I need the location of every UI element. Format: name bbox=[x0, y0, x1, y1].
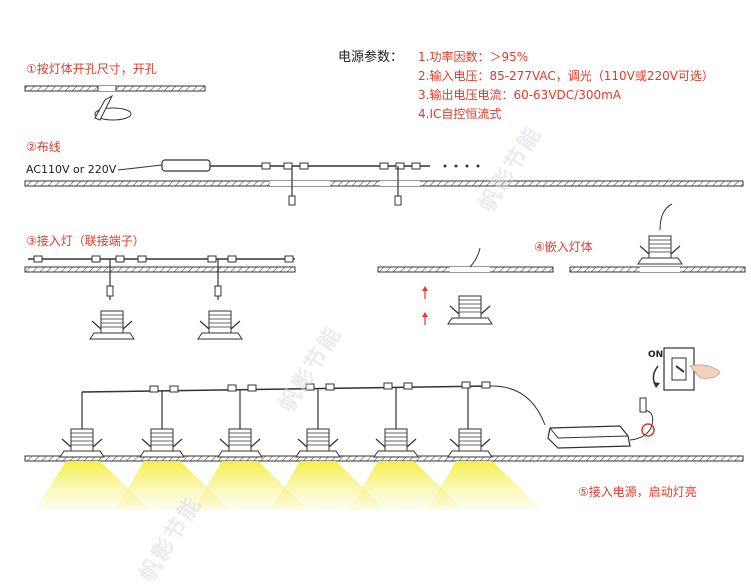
step1-ceiling bbox=[24, 85, 206, 92]
step3-ceiling bbox=[24, 255, 296, 300]
hand-icon bbox=[689, 364, 721, 379]
lamp-step5-5 bbox=[373, 428, 419, 458]
step2-ceiling bbox=[24, 180, 744, 187]
power-params-title: 电源参数： bbox=[338, 50, 404, 65]
lamp-step5-4 bbox=[295, 428, 341, 458]
driver-box bbox=[161, 159, 211, 172]
step1-label: ①按灯体开孔尺寸，开孔 bbox=[26, 62, 157, 76]
step5-label: ⑤接入电源，启动灯亮 bbox=[578, 485, 697, 499]
step4-ceiling-left bbox=[377, 247, 554, 325]
step2-label: ②布线 bbox=[26, 140, 61, 154]
step4-ceiling-right bbox=[569, 203, 746, 273]
power-driver-icon bbox=[547, 397, 655, 449]
wall-switch-icon bbox=[652, 347, 721, 391]
lamp-step5-1 bbox=[59, 428, 105, 458]
lamp-step5-3 bbox=[217, 428, 263, 458]
hole-saw-icon bbox=[94, 94, 132, 121]
switch-on-label: ON bbox=[648, 350, 664, 360]
step3-label: ③接入灯（联接端子） bbox=[26, 234, 145, 248]
step4-label: ④嵌入灯体 bbox=[534, 240, 593, 254]
lamp-step3-a bbox=[89, 310, 135, 340]
power-param-1: 1.功率因数：＞95% bbox=[418, 50, 529, 64]
power-param-4: 4.IC自控恒流式 bbox=[418, 107, 502, 121]
ac-voltage-label: AC110V or 220V bbox=[26, 163, 117, 176]
power-param-2: 2.输入电压：85-277VAC，调光（110V或220V可选） bbox=[418, 69, 714, 83]
step2-wiring bbox=[117, 159, 480, 206]
lamp-step5-2 bbox=[139, 428, 185, 458]
light-beams bbox=[35, 461, 542, 510]
power-param-3: 3.输出电压电流：60-63VDC/300mA bbox=[418, 88, 621, 102]
lamp-step4-installed bbox=[637, 235, 683, 265]
lamp-step4-inserting bbox=[447, 295, 493, 325]
step5-wiring bbox=[81, 381, 546, 430]
lamp-step3-b bbox=[197, 310, 243, 340]
lamp-step5-6 bbox=[447, 428, 493, 458]
